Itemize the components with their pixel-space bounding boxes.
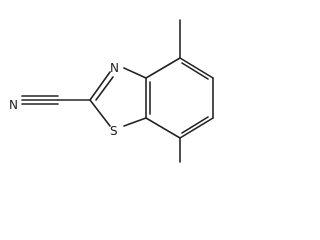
sulfur-label: S	[110, 124, 118, 138]
c3a-c4-bond	[145, 57, 181, 79]
c4-c5-double-bond	[179, 57, 214, 79]
thiazole-ring	[89, 67, 147, 127]
s1-c7a-bond	[123, 117, 147, 127]
c7-c7a-bond	[145, 117, 181, 139]
c6-c7-double-bond	[179, 117, 214, 139]
thiazole-nitrogen-label: N	[110, 61, 119, 75]
benzene-ring	[145, 57, 214, 139]
n3-c3a-bond	[123, 67, 147, 79]
benzothiazole-structure: N N S	[9, 19, 214, 163]
c2-n3-double-bond	[89, 71, 111, 101]
nitrile-nitrogen-label: N	[9, 98, 18, 112]
c2-s1-bond	[89, 99, 111, 127]
nitrile-triple-bond	[21, 95, 59, 105]
